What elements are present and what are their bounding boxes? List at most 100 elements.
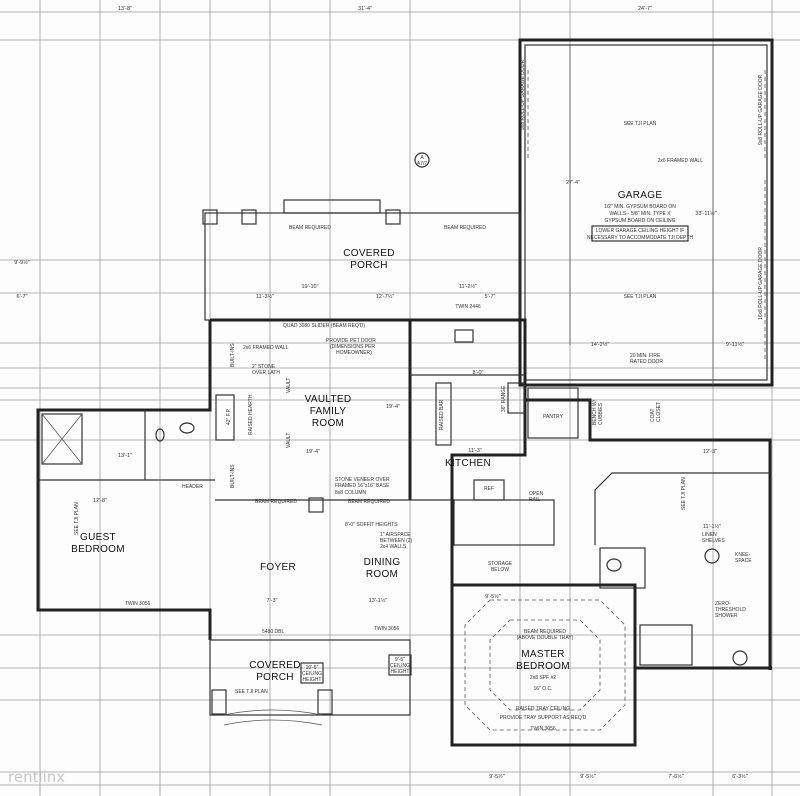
front-door-label: 5480 DBL (262, 629, 284, 635)
garage-door-label: 16x8 ROLL-UP GARAGE DOOR (758, 247, 764, 320)
front-covered-porch (209, 639, 411, 726)
ceiling-height-note: 10'-5" (306, 665, 319, 671)
pantry-label: PANTRY (543, 414, 563, 420)
garage: GARAGE 1/2" MIN. GYPSUM BOARD ON WALLS--… (518, 38, 774, 387)
section-marker-icon (414, 152, 430, 168)
master-bath (525, 398, 772, 670)
garage-ceiling-note: NECESSARY TO ACCOMMODATE TJI DEPTH (587, 235, 694, 241)
ceiling-height-box (388, 654, 412, 676)
shower-label: THRESHOLD (715, 607, 746, 613)
window-note: TWIN 3056 (530, 726, 556, 732)
dining-room-label: ROOM (366, 569, 398, 580)
soffit-note: 8'-0" SOFFIT HEIGHTS (345, 522, 398, 528)
dimension: 13'-1" (118, 453, 132, 459)
see-tji-note: SEE TJI PLAN (235, 689, 268, 695)
ceiling-height-note: HEIGHT (303, 677, 322, 683)
dimension: 19'-4" (386, 404, 400, 410)
soffit-note: 1" AIRSPACE (380, 532, 411, 538)
rear-porch-label: PORCH (350, 260, 388, 271)
top-dimension-3: 24'-7" (638, 6, 652, 12)
linen-label: SHELVES (702, 538, 725, 544)
pet-door-note: (DIMENSIONS PER (330, 344, 375, 350)
knee-space-label: SPACE (735, 558, 752, 564)
section-marker-label: A (420, 155, 424, 161)
column-note: 8x8 COLUMN (335, 490, 367, 496)
guest-bedroom-label: GUEST (80, 532, 116, 543)
tray-note: PROVIDE TRAY SUPPORT AS REQ'D (500, 715, 587, 721)
dimension: 12'-8" (93, 498, 107, 504)
coat-closet-label: CLOSET (656, 402, 662, 422)
dimension: 6'-3½" (732, 773, 748, 780)
ceiling-height-note: CEILING (302, 671, 322, 677)
raised-bar-label: RAISED BAR (439, 399, 445, 430)
see-tji-note: SEE TJI PLAN (624, 294, 657, 300)
see-tji-note: SEE TJI PLAN (681, 477, 687, 510)
slider-note: QUAD 3080 SLIDER (BEAM REQ'D) (283, 323, 365, 329)
dimension: 7'-6½" (668, 773, 684, 780)
tray-note: RAISED TRAY CEILING (516, 706, 570, 712)
rear-covered-porch: BEAM REQUIRED BEAM REQUIRED COVERED PORC… (202, 199, 521, 321)
dimension: 7'-3" (267, 598, 278, 604)
beam-note: BEAM REQUIRED (348, 499, 390, 505)
kitchen-label: KITCHEN (445, 458, 491, 469)
see-tji-note: SEE TJI PLAN (624, 121, 657, 127)
dimension: 5'-7" (485, 294, 496, 300)
window-note: TWIN 3056 (374, 626, 400, 632)
pet-door-note: HOMEOWNER) (336, 350, 372, 356)
house-walls (36, 318, 772, 670)
column (308, 497, 324, 513)
pet-door-note: PROVIDE PET DOOR (326, 338, 376, 344)
window-note: TWIN 2446 (455, 304, 481, 310)
beam-note: BEAM REQUIRED (524, 629, 566, 635)
master-bedroom-label: BEDROOM (516, 661, 570, 672)
dimension: 27'-4" (566, 180, 580, 186)
joist-note: 16" O.C. (533, 686, 552, 692)
dimension: 8'-0" (473, 370, 484, 376)
dimension: 11'-3½" (256, 293, 274, 300)
dimension: 12'-3" (703, 449, 717, 455)
shower-label: SHOWER (715, 613, 738, 619)
dimension: 9'-5½" (489, 773, 505, 780)
dimension: 11'-2½" (459, 283, 477, 290)
dimension: 19'-10" (301, 284, 318, 290)
top-dimension-2: 31'-4" (358, 6, 372, 12)
dimension: 14'-2½" (591, 341, 610, 348)
dimension: 11'-3" (468, 448, 482, 454)
dimension: 13'-1½" (369, 597, 388, 604)
dimension: 6'-7" (17, 294, 28, 300)
dimension: 9'-11½" (726, 341, 744, 348)
stone-veneer-note: FRAMED 16"x16" BASE (335, 483, 390, 489)
master-bedroom-label: MASTER (521, 649, 564, 660)
foyer-label: FOYER (260, 562, 296, 573)
dining-room-label: DINING (364, 557, 401, 568)
built-ins-label: BUILT-INS (230, 464, 236, 488)
storage-note: STORAGE (488, 561, 513, 567)
dimension: 33'-11½" (695, 210, 716, 217)
hearth-label: RAISED HEARTH (248, 394, 254, 435)
family-room-label: FAMILY (310, 406, 347, 417)
beam-note: BEAM REQUIRED (255, 499, 297, 505)
dimension: 9'-5½" (580, 773, 596, 780)
range-label: 36" RANGE (501, 385, 507, 412)
master-bedroom (450, 583, 637, 747)
soffit-note: 2x4 WALLS (380, 544, 407, 550)
coat-closet-label: COAT (650, 408, 656, 422)
beam-note: BEAM REQUIRED (444, 225, 486, 231)
stone-note: OVER LATH (252, 370, 280, 376)
garage-note: WALLS-- 5/8" MIN. TYPE X (609, 211, 671, 217)
bench-label: BENCH W/ (592, 399, 598, 425)
built-ins-label: BUILT-INS (230, 343, 236, 367)
bench-label: CUBBIES (598, 402, 604, 425)
dimension: 19'-4" (306, 449, 320, 455)
open-rail-note: OPEN (529, 491, 544, 497)
stone-note: 2" STONE (252, 364, 276, 370)
window-note: TWIN 3056 (125, 601, 151, 607)
header-note: HEADER (182, 484, 203, 490)
rear-porch-label: COVERED (343, 248, 395, 259)
open-rail-note: RAIL (529, 497, 540, 503)
dimension: 12'-7½" (376, 293, 395, 300)
refrigerator-label: REF (484, 486, 494, 492)
